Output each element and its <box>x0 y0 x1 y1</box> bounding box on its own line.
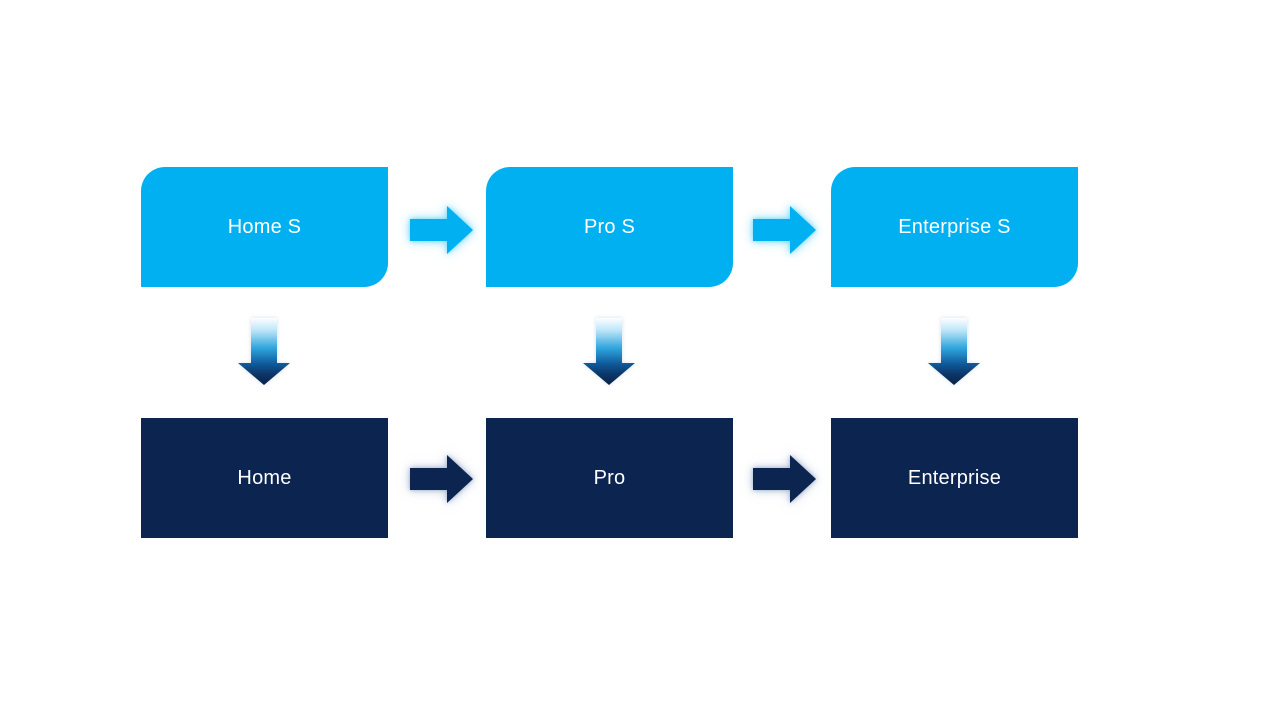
node-enterprise-s: Enterprise S <box>831 167 1078 287</box>
arrow-right-icon <box>753 205 817 255</box>
arrow-right-icon <box>410 454 474 504</box>
arrow-right-icon <box>753 454 817 504</box>
node-label: Pro <box>593 466 626 489</box>
node-pro: Pro <box>486 418 733 538</box>
arrow-down-shape <box>928 318 980 385</box>
node-label: Pro S <box>583 215 636 238</box>
node-label: Home S <box>227 215 302 238</box>
node-home: Home <box>141 418 388 538</box>
arrow-down-shape <box>238 318 290 385</box>
node-pro-s: Pro S <box>486 167 733 287</box>
arrow-down-icon <box>928 318 980 385</box>
arrow-right-shape <box>753 206 816 254</box>
arrow-down-icon <box>583 318 635 385</box>
arrow-right-shape <box>753 455 816 503</box>
node-label: Enterprise <box>907 466 1002 489</box>
arrow-right-icon <box>410 205 474 255</box>
arrow-right-shape <box>410 206 473 254</box>
node-home-s: Home S <box>141 167 388 287</box>
node-label: Enterprise S <box>898 215 1011 238</box>
node-label: Home <box>237 466 292 489</box>
arrow-down-shape <box>583 318 635 385</box>
arrow-down-icon <box>238 318 290 385</box>
arrow-right-shape <box>410 455 473 503</box>
node-enterprise: Enterprise <box>831 418 1078 538</box>
